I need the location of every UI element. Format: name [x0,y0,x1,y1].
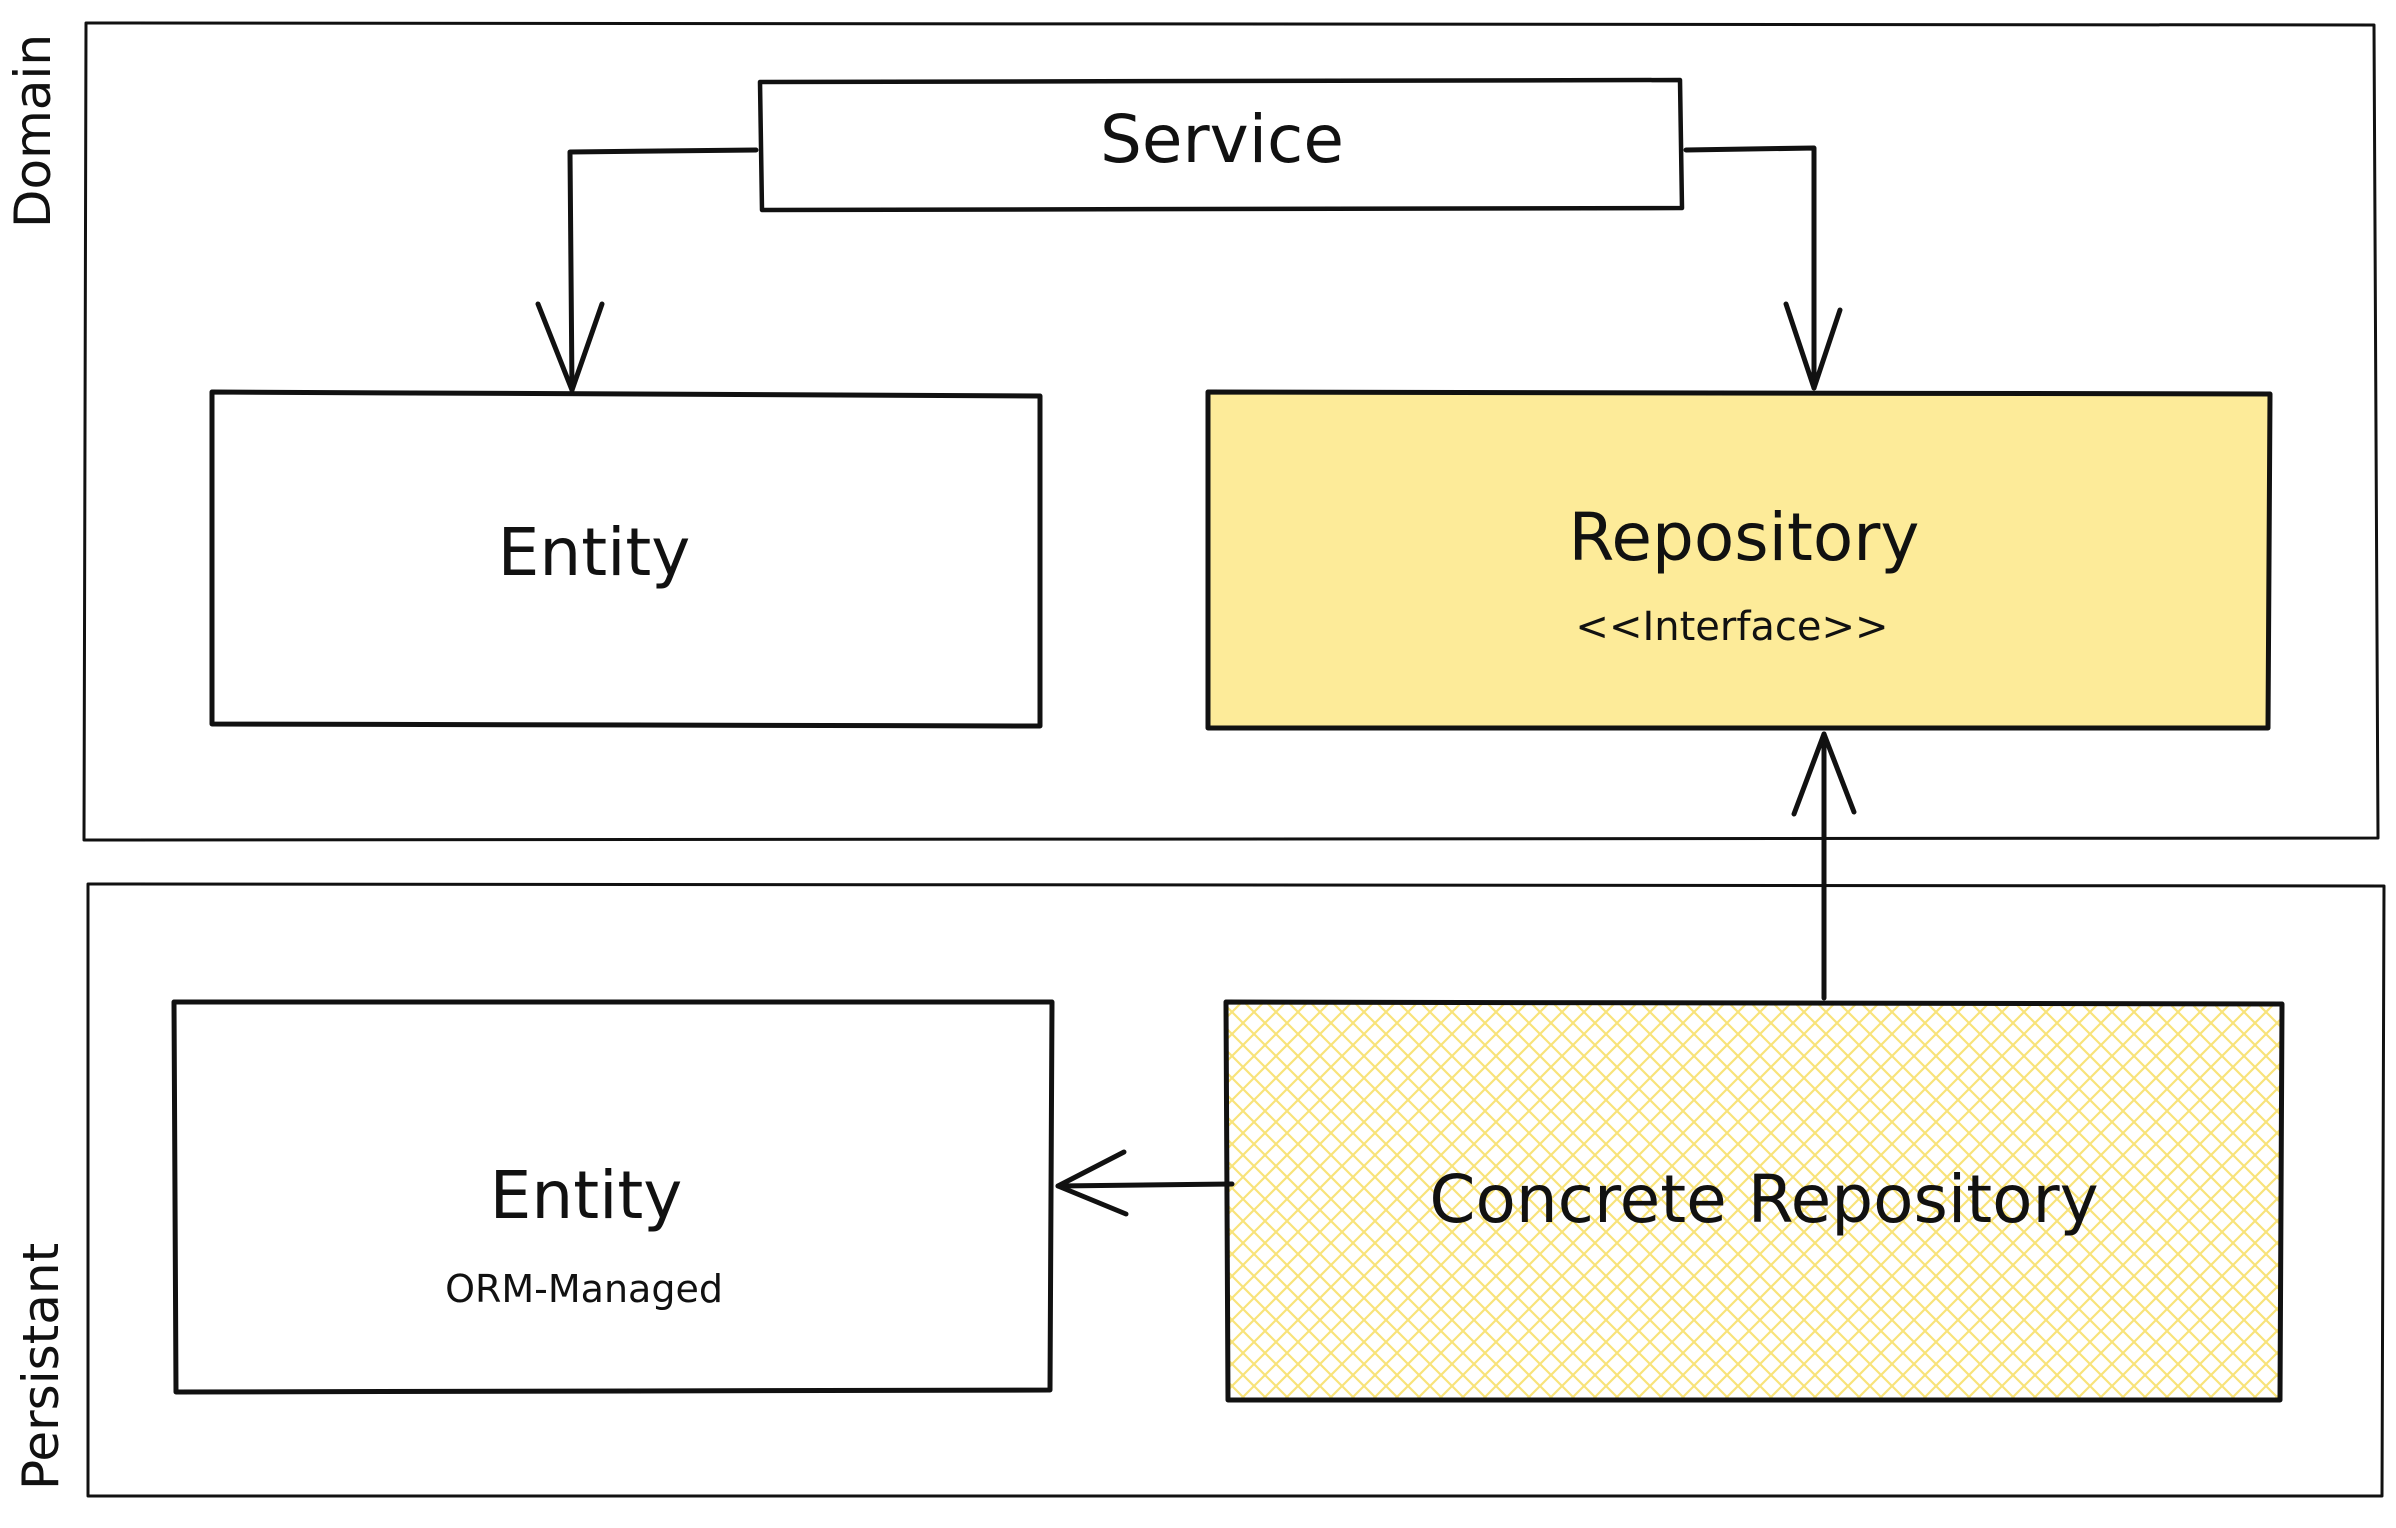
arrow-service-to-repository [1683,145,1843,391]
persistent-layer-label: Persistant [12,1243,70,1490]
orm-entity-subtitle: ORM-Managed [445,1267,723,1311]
domain-layer: Domain [4,21,2380,842]
repository-node[interactable]: Repository <<Interface>> [1205,389,2273,731]
orm-entity-node[interactable]: Entity ORM-Managed [171,999,1055,1395]
orm-entity-title: Entity [490,1157,683,1234]
concrete-repository-title: Concrete Repository [1429,1161,2098,1238]
persistent-layer: Persistant [12,882,2386,1498]
arrow-concrete-to-orm-entity [1055,1149,1235,1217]
repository-subtitle: <<Interface>> [1575,604,1888,650]
concrete-repository-node[interactable]: Concrete Repository [1223,999,2285,1403]
arrow-service-to-entity [535,147,759,393]
service-node[interactable]: Service [757,77,1685,213]
domain-entity-title: Entity [498,514,691,591]
domain-entity-node[interactable]: Entity [209,389,1043,729]
arrow-concrete-to-repository [1791,731,1857,1001]
repository-title: Repository [1569,499,1920,576]
domain-layer-label: Domain [4,34,62,228]
service-title: Service [1100,101,1344,178]
